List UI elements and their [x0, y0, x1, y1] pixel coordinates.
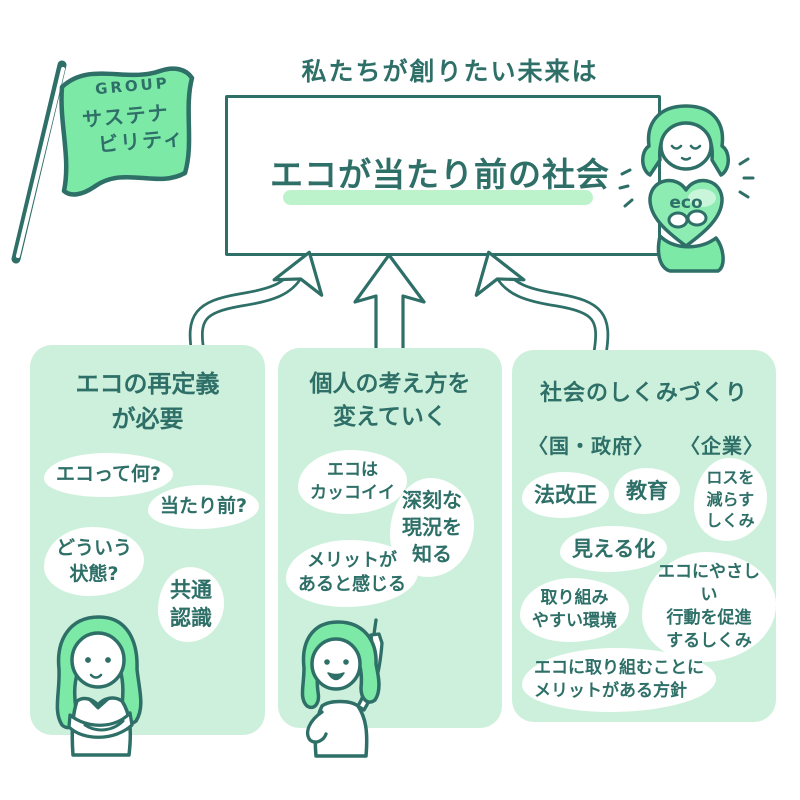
sparkle-lines: [618, 157, 755, 208]
card1-title: エコの再定義 が必要: [75, 370, 220, 433]
card2-title: 個人の考え方を 変えていく: [309, 371, 471, 431]
heart-shine: [688, 189, 716, 207]
flag-illustration: [11, 60, 195, 264]
card1-item-taken-for-granted: 当たり前?: [148, 485, 260, 529]
card3-item-reduce-loss: ロスを 減らす しくみ: [694, 458, 767, 541]
card1-item-common-understanding: 共通 認識: [158, 567, 224, 642]
arrow-right: [474, 250, 610, 355]
hand-right: [686, 209, 708, 227]
hand-left: [667, 211, 689, 229]
face: [659, 121, 713, 171]
group-flag: GROUP サステナ ビリティ: [10, 45, 220, 265]
smile: [680, 156, 692, 161]
card1-item-what-is-eco: エコって何?: [44, 453, 174, 497]
heart-eco-label: eco: [669, 193, 702, 213]
vision-highlight: [283, 190, 593, 205]
closed-eye-right: [689, 144, 702, 150]
closed-eye-left: [670, 144, 683, 150]
card3-item-easy-environment: 取り組み やすい環境: [520, 578, 629, 642]
card2-item-know-situation: 深刻な 現況を 知る: [390, 478, 474, 577]
card3-subhead-companies: 〈企業〉: [680, 434, 764, 458]
arrows-layer: [188, 250, 610, 355]
card3-item-education: 教育: [614, 468, 680, 515]
card-eco-redefinition: エコの再定義 が必要 エコって何? 当たり前? どういう 状態? 共通 認識: [30, 345, 265, 757]
arrow-middle: [353, 253, 426, 353]
pointing-character: [278, 608, 413, 768]
card3-item-promote-eco-actions: エコにやさしい 行動を促進 するしくみ: [642, 552, 776, 662]
card2-item-feel-merit: メリットが あると感じる: [286, 540, 418, 607]
card3-subhead-government: 〈国・政府〉: [528, 434, 654, 458]
card1-item-what-state: どういう 状態?: [44, 527, 145, 597]
heart-hug-character: eco: [618, 98, 755, 278]
vision-text: エコが当たり前の社会: [270, 155, 610, 194]
card3-item-merit-policy: エコに取り組むことに メリットがある方針: [522, 648, 716, 712]
card-social-systems: 社会のしくみづくり 〈国・政府〉 〈企業〉 法改正 教育 ロスを 減らす しくみ…: [512, 350, 776, 722]
card-change-mindset: 個人の考え方を 変えていく エコは カッコイイ 深刻な 現況を 知る メリットが…: [278, 348, 502, 758]
card2-item-eco-is-cool: エコは カッコイイ: [298, 450, 407, 514]
arrow-left: [188, 250, 324, 355]
puzzled-character: [35, 607, 170, 767]
card3-item-law-reform: 法改正: [522, 472, 609, 519]
card3-item-visualization: 見える化: [560, 526, 668, 573]
card3-title: 社会のしくみづくり: [540, 381, 748, 406]
vision-box: [225, 95, 661, 256]
lead-title: 私たちが創りたい未来は: [301, 57, 599, 86]
